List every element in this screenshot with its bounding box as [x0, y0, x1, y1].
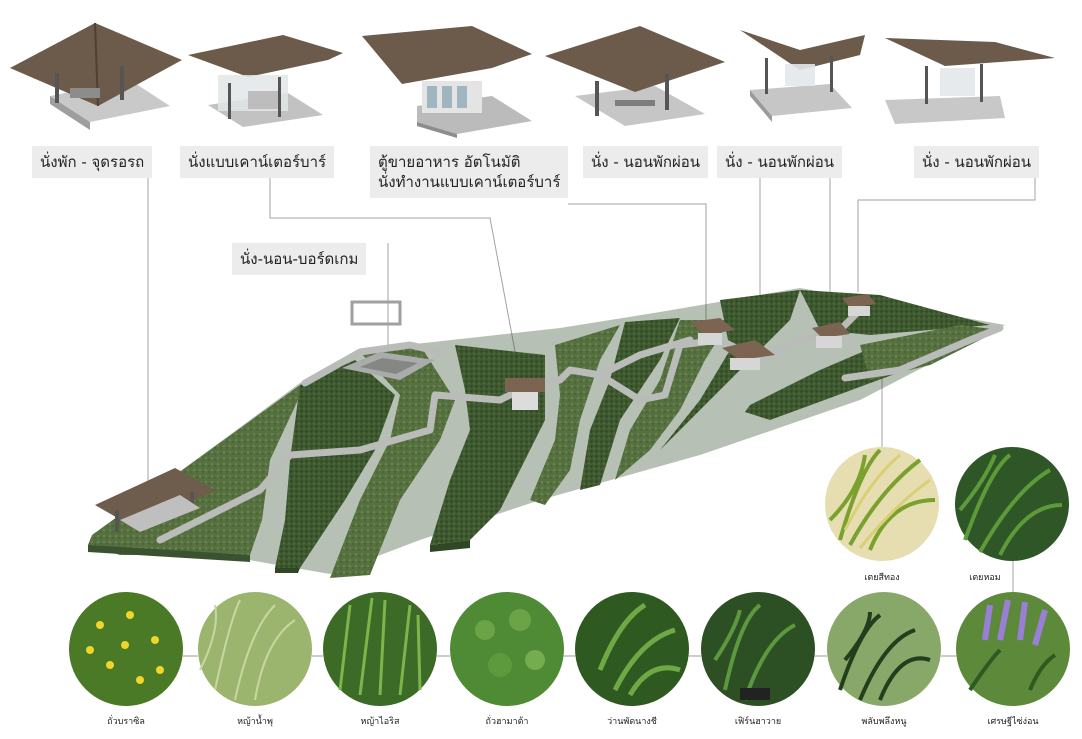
site-ground — [88, 288, 1005, 578]
caption-golden-pandan: เตยสีทอง — [864, 573, 900, 583]
pavilion-model-vending — [362, 26, 532, 138]
site-pavilion-6 — [842, 294, 876, 316]
plant-circles-right — [825, 447, 1069, 561]
caption-mondo: พลับพลึงหนู — [861, 717, 907, 727]
caption-fragrant-pandan: เตยหอม — [969, 573, 1001, 583]
plant-circles-bottom — [69, 592, 1070, 706]
site-pavilion-4 — [722, 340, 775, 370]
leader-lines — [147, 176, 1036, 655]
pavilion-models — [10, 22, 1055, 138]
plant-photo-fragrant-pandan — [955, 447, 1069, 561]
plant-photo-liriope — [956, 592, 1070, 706]
site-pavilion-3 — [690, 318, 735, 345]
plant-photo-fountain-grass — [198, 592, 312, 706]
caption-fern: เฟิร์นฮาวาย — [734, 717, 782, 727]
pavilion-model-relax-2 — [740, 30, 865, 122]
pavilion-model-rest-stop — [10, 22, 182, 130]
boardgame-deck — [342, 300, 435, 380]
plant-photo-fern — [701, 592, 815, 706]
plant-photo-iris-grass — [323, 592, 437, 706]
label-relax-3: นั่ง - นอนพักผ่อน — [914, 146, 1040, 178]
site-pavilion-1 — [95, 468, 215, 532]
label-relax-2: นั่ง - นอนพักผ่อน — [717, 146, 843, 178]
plant-photo-hamata — [450, 592, 564, 706]
pavilion-model-relax-1 — [545, 26, 725, 126]
plant-photo-peace-lily — [575, 592, 689, 706]
label-relax-1: นั่ง - นอนพักผ่อน — [583, 146, 709, 178]
label-rest-stop: นั่งพัก - จุดรอรถ — [32, 146, 153, 178]
caption-iris-grass: หญ้าไอริส — [360, 717, 400, 727]
pavilion-model-relax-3 — [885, 38, 1055, 124]
plant-photo-golden-pandan — [825, 447, 939, 561]
plant-photo-mondo — [827, 592, 941, 706]
caption-arachis: ถั่วบราซิล — [107, 717, 145, 727]
caption-hamata: ถั่วฮามาต้า — [485, 717, 529, 727]
label-vending: ตู้ขายอาหาร อัตโนมัติ นั่งทำงานแบบเคาน์เ… — [370, 146, 569, 198]
label-boardgame: นั่ง-นอน-บอร์ดเกม — [232, 243, 367, 275]
caption-fountain-grass: หญ้าน้ำพุ — [237, 717, 273, 727]
pavilion-model-counter-bar — [188, 35, 343, 127]
label-counter-bar: นั่งแบบเคาน์เตอร์บาร์ — [180, 146, 335, 178]
site-pavilions — [95, 294, 876, 532]
plant-photo-arachis — [69, 592, 183, 706]
caption-liriope: เศรษฐีไซ่ง่อน — [987, 717, 1039, 727]
site-pavilion-2 — [505, 378, 545, 410]
caption-peace-lily: ว่านพัดนางชี — [607, 717, 657, 727]
site-pavilion-5 — [812, 322, 850, 348]
